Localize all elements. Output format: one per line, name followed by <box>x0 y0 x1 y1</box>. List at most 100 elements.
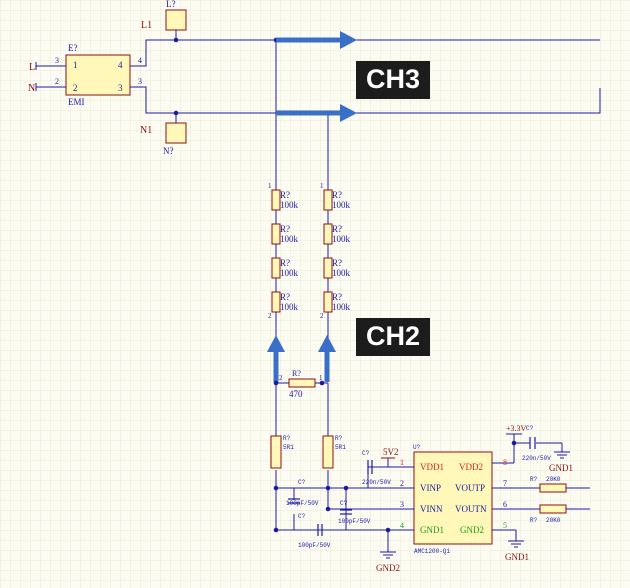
ic-pin-num-5: 5 <box>503 521 507 530</box>
junction-n-bot <box>173 110 179 116</box>
junction-d <box>273 527 279 533</box>
connector-bottom[interactable]: N? <box>163 122 187 156</box>
emi-input-wires <box>35 62 66 91</box>
divider-right-ref-3: R? <box>332 258 342 268</box>
divider-right-value-1: 100k <box>332 200 351 210</box>
emi-out-pin4: 4 <box>138 56 142 65</box>
shunt-pin-left: 2 <box>279 374 283 382</box>
emi-name: EMI <box>68 97 85 107</box>
ic-pin-num-7: 7 <box>503 479 507 488</box>
ic-ref: U? <box>413 444 421 451</box>
sense-left-ref: R? <box>283 435 291 442</box>
divider-right-resistor-1[interactable] <box>323 189 333 211</box>
divider-left-resistor-1[interactable] <box>271 189 281 211</box>
ic-pin-voutn: VOUTN <box>455 504 487 514</box>
ic-pin-num-1: 1 <box>400 458 404 467</box>
ic-pin-num-8: 8 <box>503 458 507 467</box>
ic-pin-num-3: 3 <box>400 500 404 509</box>
arrow-ch3-top <box>276 31 357 49</box>
divider-right-ref-4: R? <box>332 292 342 302</box>
junction-l-top <box>173 37 179 43</box>
cap-filter-2-value: 100pF/50V <box>338 518 371 525</box>
emi-out-pin3: 3 <box>138 77 142 86</box>
divider-left-value-1: 100k <box>280 200 299 210</box>
ic-pin-voutp: VOUTP <box>455 483 485 493</box>
gnd1-label-b: GND1 <box>505 552 529 562</box>
connector-bottom-ref: N? <box>163 146 174 156</box>
sense-resistor-left[interactable] <box>270 435 282 469</box>
cap-filter-3-ref: C? <box>298 513 306 520</box>
junction-vdd2 <box>511 440 517 446</box>
ic-pin-gnd2: GND2 <box>460 525 484 535</box>
emi-pin2: 2 <box>73 83 78 93</box>
divider-left-ref-2: R? <box>280 224 290 234</box>
shunt-value: 470 <box>289 389 303 399</box>
emi-pin3: 3 <box>118 83 123 93</box>
div-left-pin-top: 1 <box>268 182 272 190</box>
power-3v3-label: +3.3V <box>506 424 527 433</box>
cap-filter-1-ref: C? <box>298 479 306 486</box>
divider-left-resistor-2[interactable] <box>271 223 281 245</box>
ic-pin-vinp: VINP <box>420 483 441 493</box>
ic-amc1200[interactable] <box>413 451 493 545</box>
cap-filter-3-value: 100pF/50V <box>298 542 331 549</box>
divider-right-resistor-2[interactable] <box>323 223 333 245</box>
sense-right-value: 5R1 <box>335 444 346 451</box>
out-resistor-bottom[interactable] <box>539 504 567 514</box>
gnd2-symbol <box>380 551 396 559</box>
junction-c <box>343 485 349 491</box>
sense-resistor-right[interactable] <box>322 435 334 469</box>
gnd2-label: GND2 <box>376 563 400 573</box>
cap-input-value: 220n/50V <box>362 479 391 486</box>
ch2-label: CH2 <box>356 318 431 356</box>
divider-left-resistor-3[interactable] <box>271 257 281 279</box>
divider-left-resistor-4[interactable] <box>271 291 281 313</box>
junction-f <box>325 506 331 512</box>
divider-right-resistor-4[interactable] <box>323 291 333 313</box>
div-left-pin-bottom: 2 <box>268 312 272 320</box>
sense-right-ref: R? <box>335 435 343 442</box>
connector-top[interactable]: L? <box>165 0 187 31</box>
ic-pin-num-6: 6 <box>503 500 507 509</box>
junction-a <box>273 485 279 491</box>
cap-vdd2-ref: C? <box>526 425 534 432</box>
emi-ref: E? <box>68 43 78 53</box>
cap-filter-3[interactable] <box>317 524 323 536</box>
ic-pin-num-2: 2 <box>400 479 404 488</box>
out-resistor-top-ref: R? <box>530 476 538 483</box>
junction-shunt-right <box>319 380 325 386</box>
vdd2-decoupling-wires <box>506 433 563 463</box>
emi-pin1: 1 <box>73 60 78 70</box>
net-label-n1: N1 <box>140 125 152 136</box>
ic-pin-vdd2: VDD2 <box>459 462 483 472</box>
ic-pin-vinn: VINN <box>420 504 443 514</box>
divider-left-ref-3: R? <box>280 258 290 268</box>
gnd1-symbol-b <box>508 540 524 548</box>
gnd1-label-a: GND1 <box>549 463 573 473</box>
out-resistor-top[interactable] <box>539 483 567 493</box>
power-5v2-label: 5V2 <box>383 447 399 457</box>
connector-top-ref: L? <box>166 0 176 9</box>
arrow-ch3-bottom <box>276 104 357 122</box>
junction-b <box>325 485 331 491</box>
net-label-l1: L1 <box>141 20 152 31</box>
arrow-ch2-right <box>318 335 336 382</box>
emi-filter[interactable]: E? EMI 1 2 4 3 <box>65 43 131 107</box>
gnd1-symbol-a <box>554 451 570 459</box>
ic-pin-gnd1: GND1 <box>420 525 444 535</box>
ic-pin-num-4: 4 <box>400 521 404 530</box>
cap-filter-2[interactable] <box>340 509 352 515</box>
cap-vdd2[interactable] <box>529 437 536 449</box>
shunt-pin-right: 1 <box>319 374 323 382</box>
cap-filter-1[interactable] <box>288 498 300 504</box>
cap-input[interactable] <box>367 460 373 474</box>
divider-left-ref-1: R? <box>280 190 290 200</box>
divider-right-value-3: 100k <box>332 268 351 278</box>
divider-right-resistor-3[interactable] <box>323 257 333 279</box>
ic-part: AMC1200-Q1 <box>414 548 450 555</box>
cap-filter-1-value: 100pF/50V <box>286 500 319 507</box>
